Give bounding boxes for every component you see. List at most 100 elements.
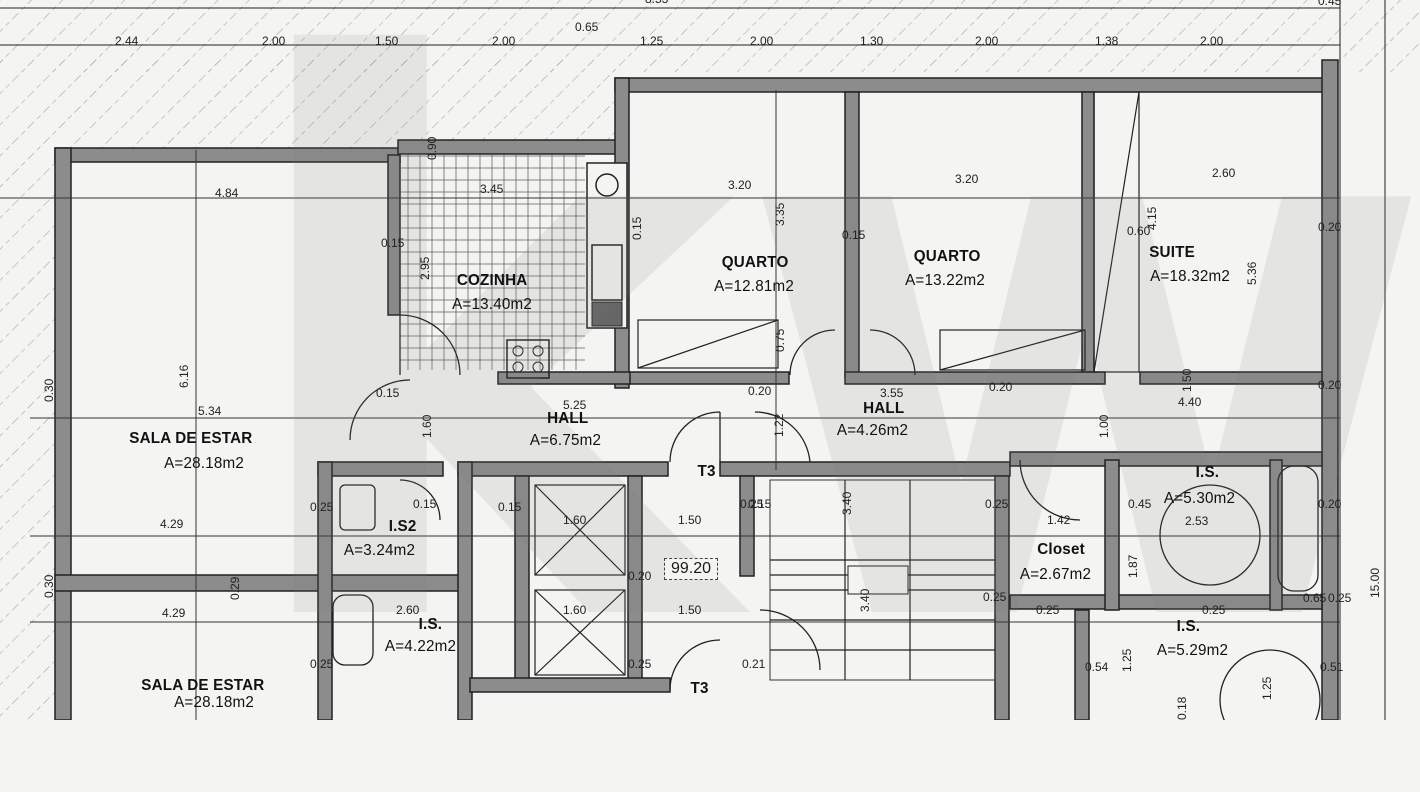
dimension-top_row-5: 1.25 [640, 34, 664, 48]
dimension-interior-10: 1.60 [563, 513, 587, 527]
dimension-vertical-15: 1.25 [1260, 676, 1274, 700]
dimension-interior-40: 0.54 [1085, 660, 1109, 674]
dimension-top_edge-0: 8.53 [645, 0, 668, 6]
dimension-interior-28: 0.25 [985, 497, 1009, 511]
dimension-interior-15: 1.60 [563, 603, 587, 617]
room-area-hall1: A=6.75m2 [529, 432, 602, 449]
dimension-interior-43: 0.20 [748, 384, 772, 398]
dimension-interior-33: 0.25 [628, 657, 652, 671]
dimension-interior-38: 0.25 [1036, 603, 1060, 617]
room-name-t3a: T3 [697, 463, 716, 480]
stair-area [769, 479, 996, 681]
dimension-interior-23: 0.20 [1318, 378, 1342, 392]
dimension-top_row-4: 0.65 [575, 20, 599, 34]
dimension-interior-20: 0.15 [842, 228, 866, 242]
room-name-hall2: HALL [863, 400, 905, 417]
dimension-interior-34: 0.25 [310, 657, 334, 671]
dimension-top_row-6: 2.00 [750, 34, 774, 48]
dimension-interior-42: 0.65 [1303, 591, 1327, 605]
dimension-interior-35: 0.25 [1328, 591, 1352, 605]
sink-icon [591, 244, 623, 301]
room-name-is_low: I.S. [418, 616, 443, 633]
dimension-vertical-8: 1.50 [1180, 368, 1194, 392]
room-name-sala1: SALA DE ESTAR [129, 430, 253, 447]
room-name-quarto1: QUARTO [721, 254, 789, 271]
dimension-vertical-3: 4.15 [1145, 206, 1159, 230]
dimension-interior-13: 2.53 [1185, 514, 1209, 528]
room-area-is2: A=3.24m2 [343, 542, 416, 559]
room-name-sala2: SALA DE ESTAR [141, 677, 265, 694]
room-name-is_right: I.S. [1176, 618, 1201, 635]
room-area-sala2: A=28.18m2 [174, 694, 254, 711]
room-name-quarto2: QUARTO [913, 248, 981, 265]
dimension-top_edge-1: 0.45 [1318, 0, 1342, 8]
dimension-interior-24: 0.20 [1318, 497, 1342, 511]
room-area-suite: A=18.32m2 [1150, 268, 1230, 285]
room-area-is_right: A=5.29m2 [1156, 642, 1229, 659]
dimension-interior-18: 0.20 [1318, 220, 1342, 234]
room-name-is_top: I.S. [1195, 464, 1220, 481]
room-area-is_top: A=5.30m2 [1163, 490, 1236, 507]
room-area-quarto1: A=12.81m2 [714, 278, 794, 295]
dimension-vertical-6: 1.22 [772, 413, 786, 437]
dimension-interior-30: 0.25 [310, 500, 334, 514]
dimension-interior-44: 0.15 [413, 497, 437, 511]
dimension-interior-37: 0.15 [748, 497, 772, 511]
dimension-interior-41: 0.51 [1320, 660, 1344, 674]
dimension-top_row-7: 1.30 [860, 34, 884, 48]
room-name-hall1: HALL [547, 410, 589, 427]
dimension-interior-8: 4.40 [1178, 395, 1202, 409]
dimension-interior-32: 0.20 [628, 569, 652, 583]
dimension-interior-1: 3.45 [480, 182, 504, 196]
washer-icon [595, 173, 619, 197]
dimension-interior-16: 1.50 [678, 603, 702, 617]
room-area-sala1: A=28.18m2 [164, 455, 244, 472]
dimension-interior-29: 0.25 [983, 590, 1007, 604]
dimension-interior-9: 4.29 [160, 517, 184, 531]
room-area-closet: A=2.67m2 [1019, 566, 1092, 583]
dimension-vertical-12: 3.40 [840, 491, 854, 515]
dimension-interior-6: 5.25 [563, 398, 587, 412]
dimension-vertical-2: 3.35 [773, 202, 787, 226]
dimension-interior-31: 0.25 [740, 497, 764, 511]
room-name-closet: Closet [1037, 541, 1085, 558]
dimension-top_row-2: 1.50 [375, 34, 399, 48]
dimension-interior-39: 0.25 [1202, 603, 1226, 617]
dimension-interior-2: 3.20 [728, 178, 752, 192]
room-name-cozinha: COZINHA [456, 272, 528, 289]
dimension-vertical-20: 0.75 [773, 328, 787, 352]
exterior-hatch-left [0, 60, 55, 720]
kitchen-tiles [400, 155, 585, 370]
dimension-vertical-5: 1.60 [420, 414, 434, 438]
dimension-top_row-1: 2.00 [262, 34, 286, 48]
dimension-interior-25: 0.20 [989, 380, 1013, 394]
dimension-interior-0: 4.84 [215, 186, 239, 200]
room-area-hall2: A=4.26m2 [836, 422, 909, 439]
dimension-interior-11: 1.50 [678, 513, 702, 527]
dimension-interior-26: 0.45 [1128, 497, 1152, 511]
room-area-cozinha: A=13.40m2 [452, 296, 532, 313]
dimension-vertical-0: 6.16 [177, 364, 191, 388]
dimension-interior-21: 0.15 [376, 386, 400, 400]
dimension-interior-7: 3.55 [880, 386, 904, 400]
dimension-interior-22: 0.60 [1127, 224, 1151, 238]
dimension-vertical-16: 0.90 [425, 136, 439, 160]
dimension-top_row-9: 1.38 [1095, 34, 1119, 48]
dimension-top_row-10: 2.00 [1200, 34, 1224, 48]
dimension-vertical-9: 15.00 [1368, 567, 1382, 598]
fridge-icon [591, 301, 623, 327]
level-marker: 99.20 [664, 558, 719, 580]
dimension-vertical-1: 2.95 [418, 256, 432, 280]
dimension-vertical-14: 0.15 [630, 216, 644, 240]
dimension-vertical-21: 0.18 [1175, 696, 1189, 720]
stove-icon [506, 339, 550, 379]
dimension-vertical-17: 0.30 [42, 378, 56, 402]
room-area-is_low: A=4.22m2 [384, 638, 457, 655]
dimension-interior-27: 0.15 [498, 500, 522, 514]
dimension-interior-3: 3.20 [955, 172, 979, 186]
dimension-vertical-11: 1.25 [1120, 648, 1134, 672]
room-name-suite: SUITE [1149, 244, 1195, 261]
dimension-interior-5: 5.34 [198, 404, 222, 418]
dimension-interior-12: 1.42 [1047, 513, 1071, 527]
stair-landing [847, 565, 909, 595]
